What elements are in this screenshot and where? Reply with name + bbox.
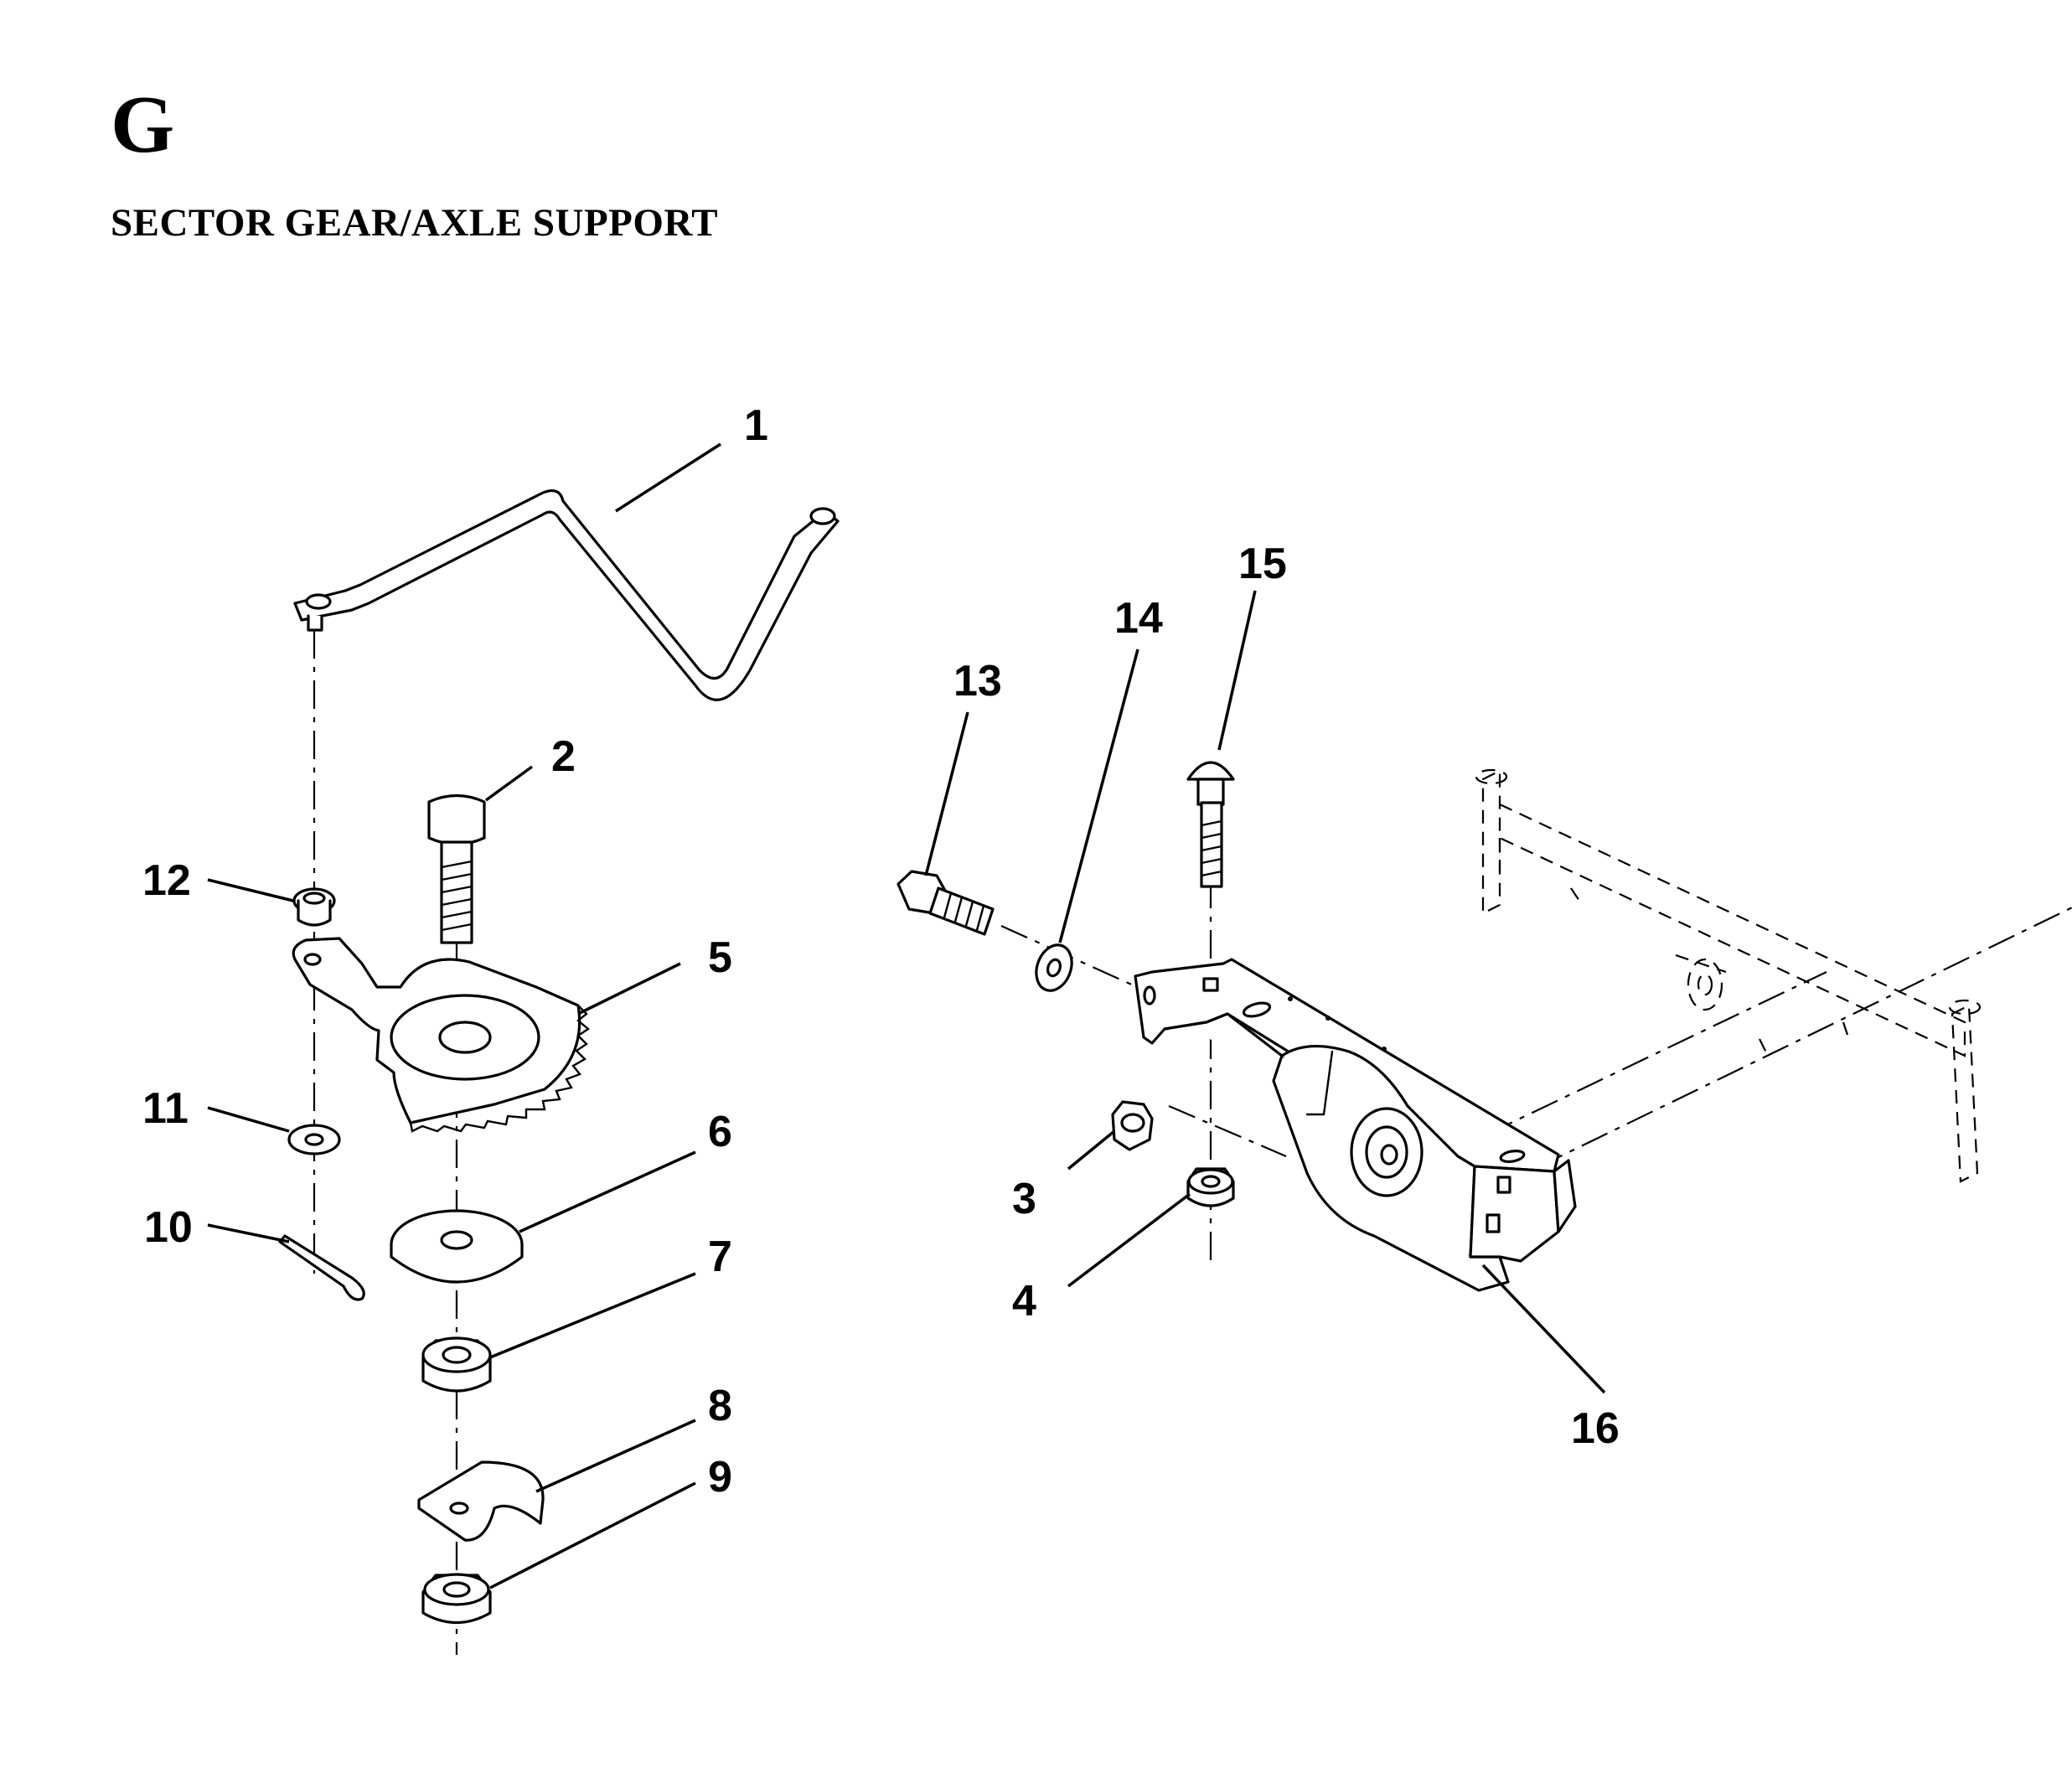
callout-4: 4 bbox=[1012, 1277, 1036, 1326]
part-2-hex-bolt bbox=[427, 793, 486, 944]
callout-13: 13 bbox=[953, 657, 1002, 706]
section-title: SECTOR GEAR/AXLE SUPPORT bbox=[111, 201, 719, 245]
callout-6: 6 bbox=[708, 1108, 732, 1156]
part-12-flange-nut bbox=[292, 887, 336, 927]
section-letter: G bbox=[111, 80, 175, 170]
ghost-front-axle bbox=[1475, 768, 1982, 1183]
part-10-cotter-pin bbox=[278, 1234, 365, 1301]
callout-10: 10 bbox=[144, 1203, 193, 1252]
leader-lines bbox=[207, 442, 1606, 1589]
callout-11: 11 bbox=[142, 1084, 189, 1133]
callout-1: 1 bbox=[744, 401, 768, 450]
part-7-hex-nut bbox=[421, 1336, 492, 1393]
callout-15: 15 bbox=[1238, 540, 1287, 588]
callout-14: 14 bbox=[1114, 594, 1163, 643]
part-3-hex-nut bbox=[1111, 1100, 1154, 1151]
callout-3: 3 bbox=[1012, 1175, 1036, 1223]
part-5-sector-gear bbox=[292, 937, 591, 1133]
part-6-spacer bbox=[390, 1209, 524, 1284]
part-14-washer bbox=[1035, 943, 1073, 992]
part-13-hex-bolt bbox=[896, 870, 995, 936]
callout-numbers: 1 2 3 4 5 6 7 8 9 10 11 12 13 14 15 16 bbox=[142, 401, 1620, 1502]
part-1-drag-link bbox=[293, 489, 840, 701]
part-8-clamp bbox=[417, 1460, 545, 1542]
callout-5: 5 bbox=[708, 933, 732, 982]
callout-7: 7 bbox=[708, 1233, 732, 1281]
assembly-axes bbox=[313, 630, 2072, 1655]
callout-9: 9 bbox=[708, 1453, 732, 1502]
callout-16: 16 bbox=[1571, 1404, 1620, 1453]
part-9-hex-nut bbox=[421, 1573, 492, 1625]
part-11-washer bbox=[287, 1124, 341, 1155]
part-15-carriage-bolt bbox=[1186, 761, 1235, 888]
callout-2: 2 bbox=[551, 732, 576, 781]
part-16-axle-support bbox=[1134, 958, 1577, 1292]
callout-8: 8 bbox=[708, 1382, 732, 1430]
part-4-hex-nut bbox=[1186, 1167, 1235, 1207]
callout-12: 12 bbox=[142, 856, 191, 905]
